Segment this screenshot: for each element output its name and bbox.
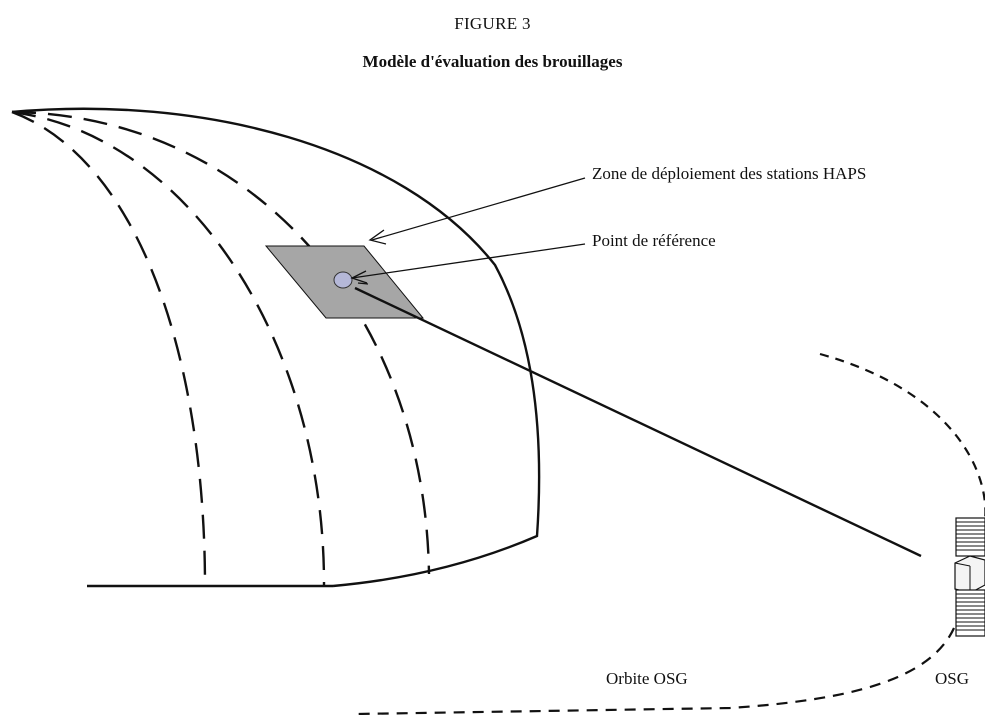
dome-meridian-dashed — [11, 110, 431, 575]
dome-meridian-dashed — [11, 110, 326, 587]
reference-point-tick — [357, 282, 369, 285]
figure-number: FIGURE 3 — [454, 14, 531, 33]
gso-satellite-label: OSG — [935, 669, 970, 688]
reference-point-marker — [333, 271, 353, 289]
dome-outer-boundary — [11, 107, 541, 588]
figure-title: Modèle d'évaluation des brouillages — [362, 52, 623, 71]
gso-orbit-arc — [819, 352, 985, 520]
point-leader-line — [351, 243, 586, 279]
zone-leader-line — [371, 177, 586, 241]
gso-orbit-arc — [355, 627, 955, 715]
reference-point-label: Point de référence — [592, 231, 716, 250]
gso-orbit-label: Orbite OSG — [606, 669, 688, 688]
line-of-sight — [354, 286, 922, 558]
satellite-icon — [954, 517, 985, 637]
point-leader-arrowhead — [350, 270, 368, 284]
dome-meridian-dashed — [11, 110, 207, 587]
zone-leader-arrowhead — [368, 229, 387, 245]
deployment-zone-label: Zone de déploiement des stations HAPS — [592, 164, 867, 183]
